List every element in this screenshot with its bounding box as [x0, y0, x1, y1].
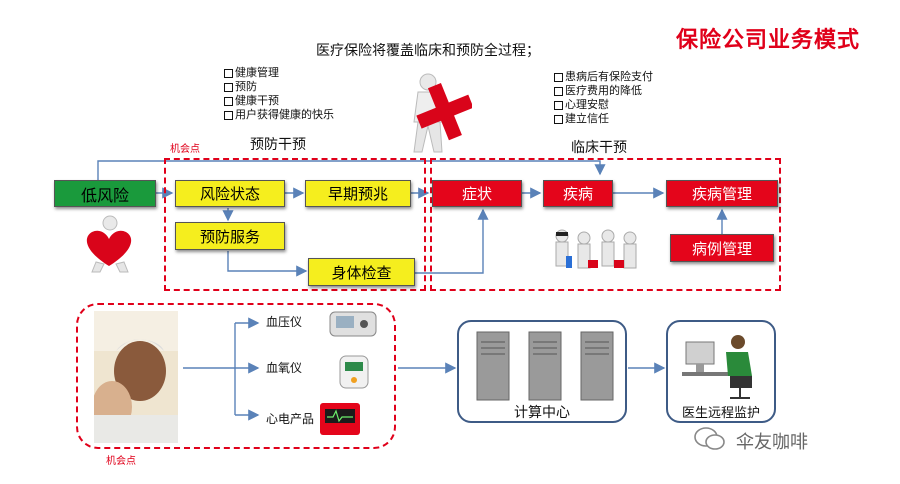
- node-symptom: 症状: [432, 180, 522, 207]
- checkbox-icon: [224, 68, 233, 78]
- remote-monitoring-panel: 医生远程监护: [666, 320, 776, 423]
- opportunity-label-top: 机会点: [170, 144, 200, 155]
- list-item: 健康管理: [224, 66, 334, 80]
- list-item: 心理安慰: [554, 98, 653, 112]
- list-item: 建立信任: [554, 112, 653, 126]
- opportunity-label-bottom: 机会点: [106, 456, 136, 467]
- pulse-oximeter-icon: [339, 355, 369, 389]
- checkbox-icon: [224, 96, 233, 106]
- clinical-region: [430, 158, 781, 291]
- list-item: 健康干预: [224, 94, 334, 108]
- node-early-sign: 早期预兆: [305, 180, 411, 207]
- device-label-blood-pressure: 血压仪: [266, 315, 303, 329]
- checkbox-icon: [554, 114, 563, 124]
- blood-pressure-monitor-icon: [329, 311, 377, 337]
- device-label-oximeter: 血氧仪: [266, 361, 303, 375]
- clinical-label: 临床干预: [571, 140, 627, 156]
- page-title: 保险公司业务模式: [676, 28, 861, 53]
- list-item: 医疗费用的降低: [554, 84, 653, 98]
- list-item: 用户获得健康的快乐: [224, 108, 334, 122]
- computing-center-label: 计算中心: [514, 405, 570, 421]
- node-physical-exam: 身体检查: [308, 258, 415, 286]
- node-disease: 疾病: [543, 180, 613, 207]
- elderly-patient-photo: [94, 311, 178, 443]
- server-icons: [476, 331, 614, 401]
- device-opportunity-region: [76, 303, 396, 449]
- watermark-text: 伞友咖啡: [736, 432, 808, 453]
- clinical-list: 患病后有保险支付 医疗费用的降低 心理安慰 建立信任: [554, 70, 653, 126]
- remote-monitoring-label: 医生远程监护: [681, 406, 760, 421]
- ecg-device-icon: [320, 403, 360, 435]
- node-disease-management: 疾病管理: [666, 180, 778, 207]
- device-label-ecg: 心电产品: [266, 412, 315, 426]
- checkbox-icon: [554, 100, 563, 110]
- checkbox-icon: [224, 110, 233, 120]
- checkbox-icon: [224, 82, 233, 92]
- node-prevention-service: 预防服务: [175, 222, 285, 250]
- doctor-at-computer-icon: [682, 335, 752, 399]
- list-item: 预防: [224, 80, 334, 94]
- node-low-risk: 低风险: [54, 180, 156, 207]
- prevention-label: 预防干预: [250, 137, 306, 153]
- list-item: 患病后有保险支付: [554, 70, 653, 84]
- computing-center-panel: 计算中心: [457, 320, 627, 423]
- person-with-red-cross-icon: [413, 73, 472, 153]
- wechat-icon: [694, 427, 725, 450]
- checkbox-icon: [554, 86, 563, 96]
- subtitle: 医疗保险将覆盖临床和预防全过程；: [316, 43, 540, 59]
- node-case-management: 病例管理: [670, 234, 774, 262]
- checkbox-icon: [554, 72, 563, 82]
- prevention-region: [164, 158, 426, 291]
- doctors-group-icon: [555, 229, 637, 269]
- node-risk-status: 风险状态: [175, 180, 285, 207]
- prevention-list: 健康管理 预防 健康干预 用户获得健康的快乐: [224, 66, 334, 122]
- heart-figure-icon: [86, 215, 132, 273]
